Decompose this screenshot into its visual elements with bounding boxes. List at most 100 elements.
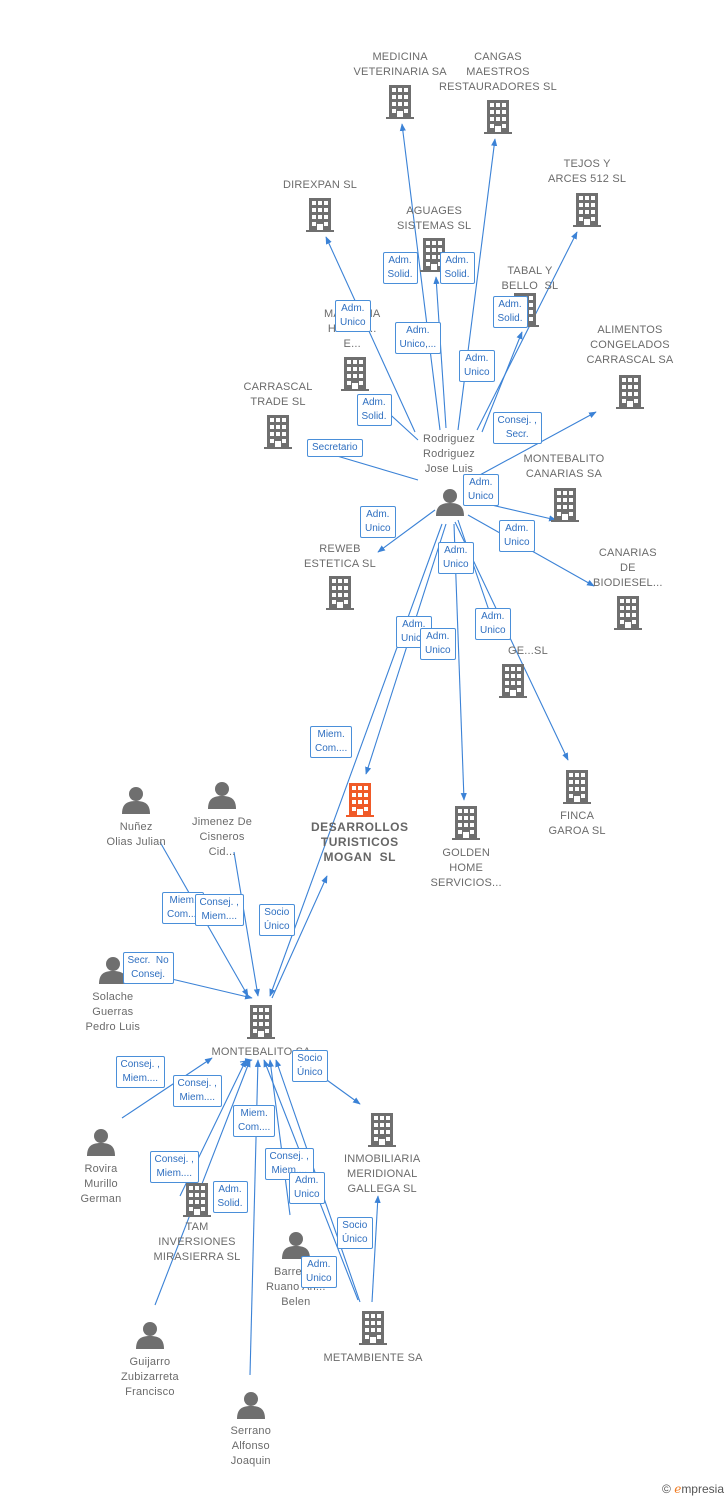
node-label-guijarro[interactable]: Guijarro Zubizarreta Francisco <box>121 1356 179 1398</box>
building-icon-reweb[interactable] <box>326 576 354 610</box>
relation-badge[interactable]: Consej. , Miem.... <box>172 1075 222 1107</box>
relation-badge[interactable]: Adm. Solid. <box>439 252 475 284</box>
relation-badge[interactable]: Adm. Solid. <box>212 1181 248 1213</box>
building-icon-montebalito[interactable] <box>247 1005 275 1039</box>
node-label-desarrollos[interactable]: DESARROLLOS TURISTICOS MOGAN SL <box>311 820 409 864</box>
relation-badge[interactable]: Adm. Unico <box>420 628 456 660</box>
edge-montebalito-to-desarrollos <box>271 875 328 999</box>
node-carrascal: CARRASCAL TRADE SL <box>244 380 313 410</box>
node-label-jimenez[interactable]: Jimenez De Cisneros Cid... <box>192 816 253 858</box>
relation-badge[interactable]: Adm. Solid. <box>382 252 418 284</box>
edge-rodriguez-to-desarrollos <box>365 523 447 775</box>
node-label-cangas[interactable]: CANGAS MAESTROS RESTAURADORES SL <box>439 51 557 93</box>
edge-rodriguez-to-alimentos <box>477 411 597 477</box>
building-icon-tam[interactable] <box>183 1183 211 1217</box>
edge-rovira-to-montebalito <box>121 1057 213 1119</box>
edge-rodriguez-to-aguages <box>433 276 447 429</box>
copyright-symbol: © <box>662 1482 671 1496</box>
building-icon-inmobiliaria[interactable] <box>368 1113 396 1147</box>
node-label-solache[interactable]: Solache Guerras Pedro Luis <box>85 991 141 1033</box>
edge-rodriguez-to-direxpan <box>325 236 416 433</box>
node-label-reweb[interactable]: REWEB ESTETICA SL <box>304 543 376 570</box>
edge-rodriguez-to-tejos <box>476 231 578 431</box>
relation-badge[interactable]: Miem. Com.... <box>233 1105 276 1137</box>
node-alimentos: ALIMENTOS CONGELADOS CARRASCAL SA <box>587 323 674 368</box>
node-direxpan: DIREXPAN SL <box>283 178 357 193</box>
node-label-montebalito_can[interactable]: MONTEBALITO CANARIAS SA <box>523 453 605 480</box>
relation-badge[interactable]: Adm. Unico <box>459 350 495 382</box>
building-icon-ge_sl[interactable] <box>499 664 527 698</box>
relation-badge[interactable]: Adm. Unico <box>360 506 396 538</box>
person-icon-guijarro[interactable] <box>136 1322 164 1349</box>
node-label-canarias_bio[interactable]: CANARIAS DE BIODIESEL... <box>593 547 663 589</box>
node-label-aguages[interactable]: AGUAGES SISTEMAS SL <box>397 205 472 232</box>
node-tejos: TEJOS Y ARCES 512 SL <box>548 157 626 187</box>
building-icon-madrena[interactable] <box>341 357 369 391</box>
building-icon-carrascal[interactable] <box>264 415 292 449</box>
relation-badge[interactable]: Secr. No Consej. <box>122 952 174 984</box>
node-label-tabal[interactable]: TABAL Y BELLO SL <box>501 265 559 292</box>
person-icon-serrano[interactable] <box>237 1392 265 1419</box>
relation-badge[interactable]: Consej. , Miem.... <box>115 1056 165 1088</box>
building-icon-golden[interactable] <box>452 806 480 840</box>
building-icon-direxpan[interactable] <box>306 198 334 232</box>
node-golden: GOLDEN HOME SERVICIOS... <box>431 846 502 891</box>
node-label-tam[interactable]: TAM INVERSIONES MIRASIERRA SL <box>153 1221 241 1263</box>
person-icon-rovira[interactable] <box>87 1129 115 1156</box>
building-icon-desarrollos[interactable] <box>346 783 374 817</box>
node-label-golden[interactable]: GOLDEN HOME SERVICIOS... <box>430 847 502 889</box>
relation-badge[interactable]: Socio Único <box>337 1217 373 1249</box>
person-icon-rodriguez[interactable] <box>436 489 464 516</box>
relation-badge[interactable]: Adm. Unico <box>335 300 371 332</box>
building-icon-medicina[interactable] <box>386 85 414 119</box>
building-icon-alimentos[interactable] <box>616 375 644 409</box>
node-solache: Solache Guerras Pedro Luis <box>86 990 141 1035</box>
relation-badge[interactable]: Consej. , Miem.... <box>194 894 244 926</box>
node-metambiente: METAMBIENTE SA <box>324 1351 423 1366</box>
relation-badge[interactable]: Adm. Unico <box>289 1172 325 1204</box>
relation-badge[interactable]: Consej. , Secr. <box>492 412 542 444</box>
node-reweb: REWEB ESTETICA SL <box>304 542 376 572</box>
node-label-tejos[interactable]: TEJOS Y ARCES 512 SL <box>548 158 627 185</box>
building-icon-montebalito_can[interactable] <box>551 488 579 522</box>
relation-badge[interactable]: Socio Único <box>292 1050 328 1082</box>
node-label-rodriguez[interactable]: Rodriguez Rodriguez Jose Luis <box>423 433 475 475</box>
node-finca: FINCA GAROA SL <box>549 809 606 839</box>
relation-badge[interactable]: Miem. Com.... <box>310 726 353 758</box>
building-icon-canarias_bio[interactable] <box>614 596 642 630</box>
node-label-finca[interactable]: FINCA GAROA SL <box>548 810 606 837</box>
relation-badge[interactable]: Adm. Unico <box>301 1256 337 1288</box>
node-label-nunez[interactable]: Nuñez Olias Julian <box>106 821 166 848</box>
relation-badge[interactable]: Socio Único <box>259 904 295 936</box>
relation-badge[interactable]: Adm. Unico <box>463 474 499 506</box>
person-icon-barreras[interactable] <box>282 1232 310 1259</box>
node-label-carrascal[interactable]: CARRASCAL TRADE SL <box>243 381 313 408</box>
building-icon-finca[interactable] <box>563 770 591 804</box>
node-label-metambiente[interactable]: METAMBIENTE SA <box>323 1352 423 1364</box>
node-label-serrano[interactable]: Serrano Alfonso Joaquin <box>230 1425 272 1467</box>
building-icon-cangas[interactable] <box>484 100 512 134</box>
node-label-medicina[interactable]: MEDICINA VETERINARIA SA <box>353 51 447 78</box>
relation-badge[interactable]: Adm. Solid. <box>356 394 392 426</box>
person-icon-jimenez[interactable] <box>208 782 236 809</box>
relation-badge[interactable]: Consej. , Miem.... <box>149 1151 199 1183</box>
node-label-ge_sl[interactable]: GE...SL <box>508 645 548 657</box>
node-label-direxpan[interactable]: DIREXPAN SL <box>283 179 358 191</box>
building-icon-metambiente[interactable] <box>359 1311 387 1345</box>
footer-brand: © empresia <box>662 1482 724 1496</box>
relation-badge[interactable]: Adm. Unico <box>438 542 474 574</box>
relation-badge[interactable]: Secretario <box>307 439 363 457</box>
node-rovira: Rovira Murillo German <box>81 1162 122 1207</box>
relation-badge[interactable]: Adm. Solid. <box>492 296 528 328</box>
node-inmobiliaria: INMOBILIARIA MERIDIONAL GALLEGA SL <box>344 1152 420 1197</box>
building-icon-tejos[interactable] <box>573 193 601 227</box>
node-label-alimentos[interactable]: ALIMENTOS CONGELADOS CARRASCAL SA <box>586 324 674 366</box>
edge-metambiente-to-inmobiliaria <box>371 1195 381 1303</box>
node-label-rovira[interactable]: Rovira Murillo German <box>80 1163 122 1205</box>
relation-badge[interactable]: Adm. Unico <box>475 608 511 640</box>
person-icon-nunez[interactable] <box>122 787 150 814</box>
relation-badge[interactable]: Adm. Unico,... <box>394 322 442 354</box>
node-label-inmobiliaria[interactable]: INMOBILIARIA MERIDIONAL GALLEGA SL <box>344 1153 421 1195</box>
relation-badge[interactable]: Adm. Unico <box>499 520 535 552</box>
